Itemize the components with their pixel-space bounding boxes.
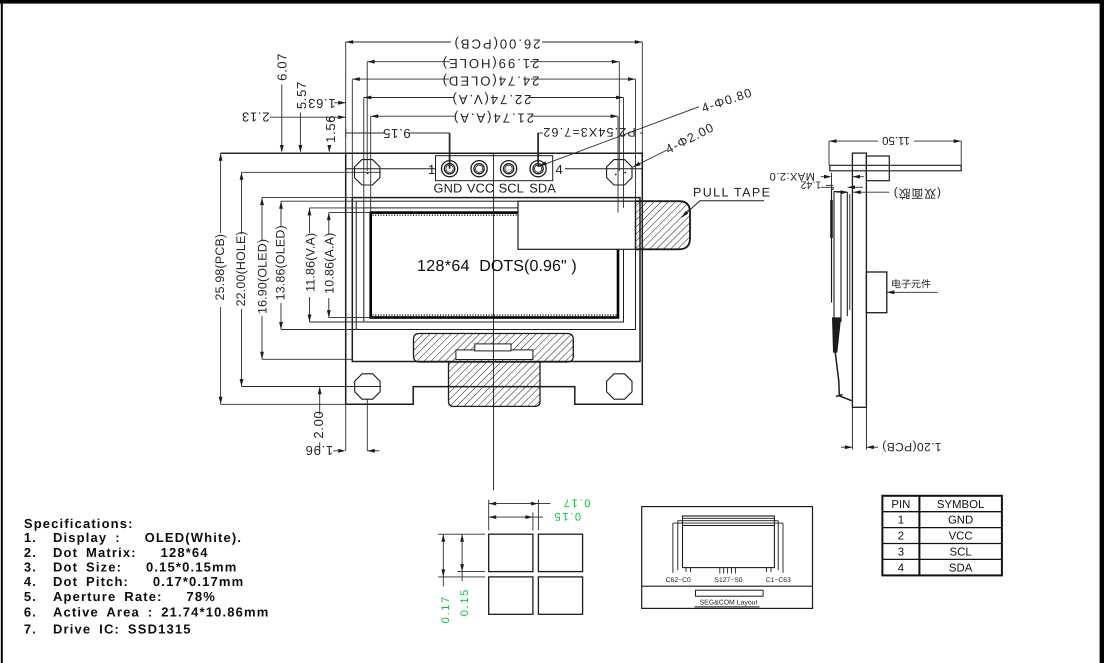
svg-text:GND: GND [434,181,463,196]
svg-text:C62~C0: C62~C0 [666,577,691,584]
svg-text:25.98(PCB): 25.98(PCB) [213,234,227,301]
svg-text:13.86(OLED): 13.86(OLED) [274,225,288,300]
svg-text:2: 2 [898,531,904,543]
svg-text:0.15: 0.15 [459,588,471,616]
svg-text:6.07: 6.07 [275,53,290,81]
svg-text:5. Aperture Rate: 78%: 5. Aperture Rate: 78% [24,589,216,604]
svg-text:21.99(HOLE): 21.99(HOLE) [441,56,540,71]
svg-text:4: 4 [556,162,563,177]
svg-text:21.74(A.A): 21.74(A.A) [452,111,534,126]
svg-text:2.13: 2.13 [241,109,269,124]
svg-text:(双面胶): (双面胶) [893,187,941,201]
svg-text:5.57: 5.57 [294,81,309,109]
svg-text:0.17: 0.17 [440,595,452,623]
svg-text:SDA: SDA [529,181,556,196]
svg-text:1.20(PCB): 1.20(PCB) [882,440,942,454]
svg-text:11.86(V.A): 11.86(V.A) [303,233,317,292]
svg-text:16.90(OLED): 16.90(OLED) [256,239,270,314]
svg-text:GND: GND [948,515,973,527]
svg-text:MAX:2.0: MAX:2.0 [769,170,815,182]
svg-text:S127~S0: S127~S0 [714,577,742,584]
svg-text:SCL: SCL [499,181,524,196]
svg-text:22.74(V.A): 22.74(V.A) [451,92,532,107]
svg-text:电子元件: 电子元件 [891,279,931,291]
svg-text:3. Dot Size: 0.15*0.15mm: 3. Dot Size: 0.15*0.15mm [24,560,238,575]
svg-text:1.42: 1.42 [800,179,821,191]
svg-text:6. Active Area : 21.74*10.86m: 6. Active Area : 21.74*10.86mm [24,605,270,620]
svg-text:1: 1 [428,162,435,177]
svg-text:26.00(PCB): 26.00(PCB) [453,37,541,52]
svg-text:1: 1 [898,515,904,527]
svg-text:VCC: VCC [949,531,973,543]
svg-text:1.56: 1.56 [323,115,338,143]
svg-text:VCC: VCC [467,181,494,196]
svg-text:P2.54X3=7.62: P2.54X3=7.62 [542,125,635,139]
svg-text:C1~C63: C1~C63 [766,577,791,584]
svg-text:22.00(HOLE): 22.00(HOLE) [234,231,248,306]
svg-text:0.17: 0.17 [562,496,590,508]
svg-text:2.00: 2.00 [311,411,326,439]
svg-text:0.15: 0.15 [553,510,581,522]
svg-text:DOTS(0.96" ): DOTS(0.96" ) [479,258,577,275]
svg-text:SEG&COM Layout: SEG&COM Layout [700,600,758,607]
svg-text:24.74(OLED): 24.74(OLED) [441,74,540,89]
svg-text:4: 4 [898,562,904,574]
svg-text:11.50: 11.50 [882,134,910,146]
svg-text:9.15: 9.15 [382,126,410,141]
svg-text:Specifications:: Specifications: [24,516,134,531]
svg-text:2. Dot Matrix: 128*64: 2. Dot Matrix: 128*64 [24,545,209,560]
svg-text:SCL: SCL [950,547,972,559]
svg-text:4. Dot Pitch: 0.17*0.17mm: 4. Dot Pitch: 0.17*0.17mm [24,574,244,589]
svg-text:1. Display : OLED(White).: 1. Display : OLED(White). [24,530,242,545]
svg-text:PIN: PIN [891,499,910,511]
svg-text:SDA: SDA [949,562,973,574]
svg-text:128*64: 128*64 [417,258,470,275]
svg-text:1.96: 1.96 [305,443,333,458]
svg-text:7. Drive IC: SSD1315: 7. Drive IC: SSD1315 [24,621,192,636]
svg-text:10.86(A.A): 10.86(A.A) [322,233,336,294]
svg-text:3: 3 [898,547,904,559]
svg-text:1.63: 1.63 [307,96,335,111]
svg-text:SYMBOL: SYMBOL [937,499,984,511]
svg-text:PULL TAPE: PULL TAPE [693,186,771,200]
